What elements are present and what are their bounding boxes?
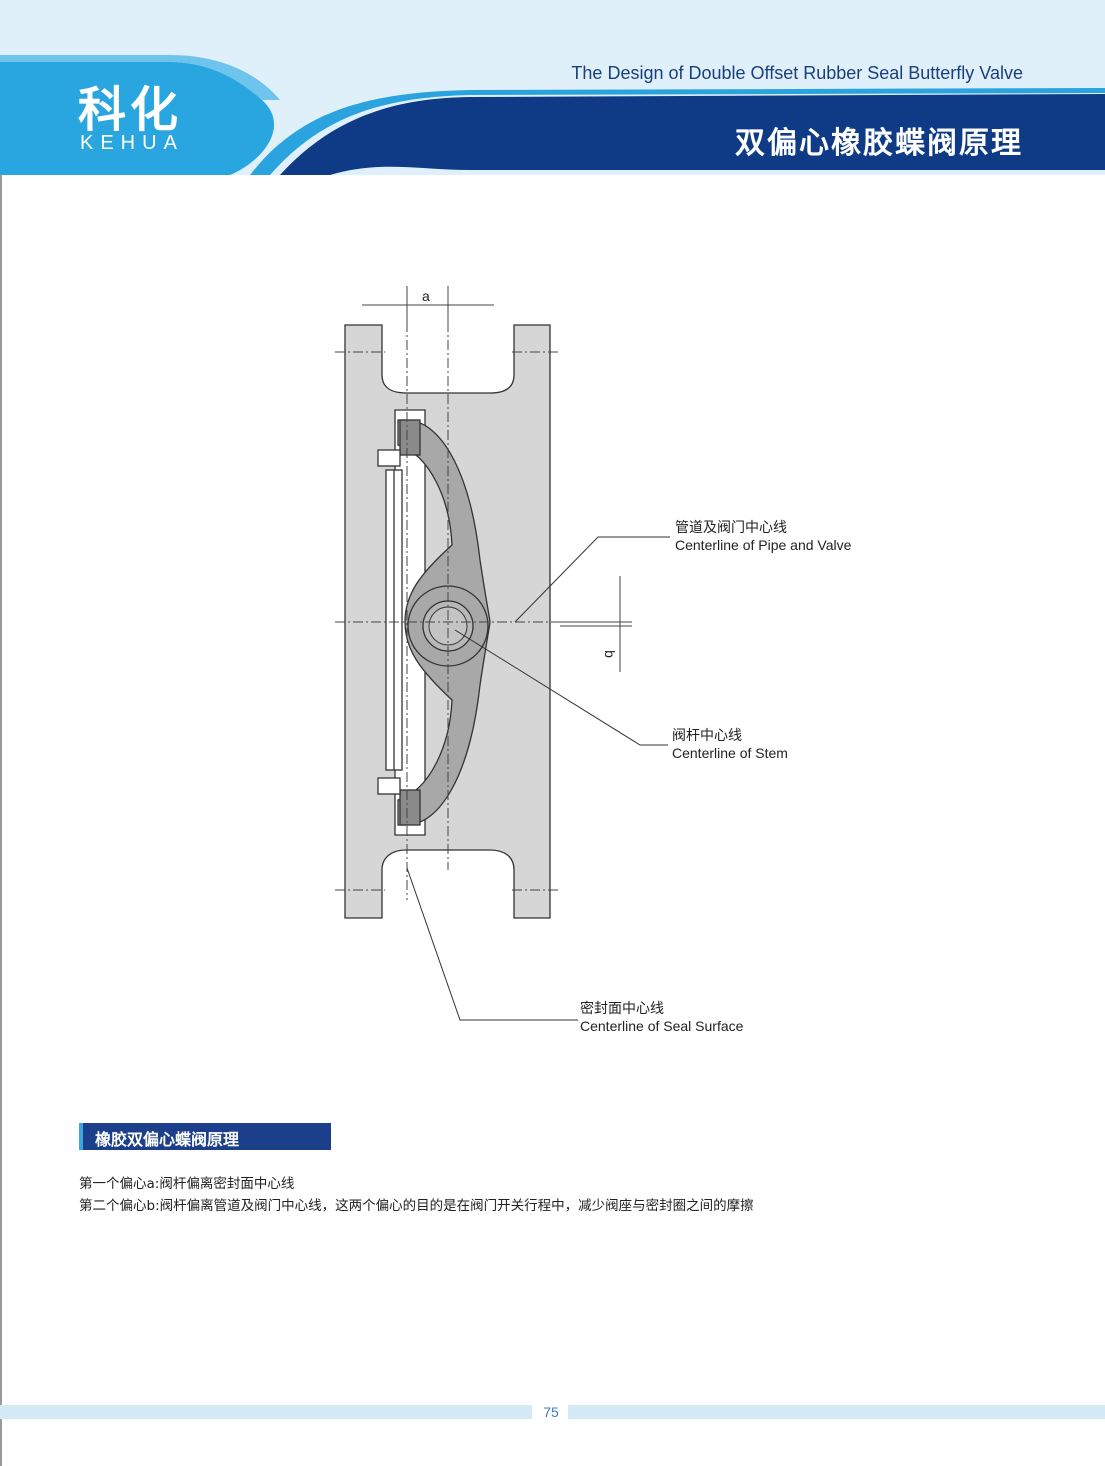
retainer-bottom <box>399 789 421 826</box>
retainer-top <box>399 419 421 456</box>
leader-seal-centerline <box>406 867 578 1021</box>
leader-pipe-centerline <box>514 536 670 623</box>
page-header: 科化 KEHUA The Design of Double Offset Rub… <box>0 0 1105 175</box>
dimension-a-label: a <box>422 288 430 304</box>
callout-pipe-centerline-cn: 管道及阀门中心线 <box>675 520 787 536</box>
section-heading-bar: 橡胶双偏心蝶阀原理 <box>79 1123 331 1150</box>
page-title-chinese: 双偏心橡胶蝶阀原理 <box>735 126 1023 161</box>
brand-logo-english: KEHUA <box>80 132 184 154</box>
bolt-bottom <box>377 777 401 795</box>
footer-bar-left <box>0 1405 532 1419</box>
callout-seal-centerline-en: Centerline of Seal Surface <box>580 1018 744 1034</box>
section-heading: 橡胶双偏心蝶阀原理 <box>95 1130 240 1149</box>
brand-logo-chinese: 科化 <box>78 82 183 138</box>
callout-stem-centerline-en: Centerline of Stem <box>672 745 788 761</box>
callout-stem-centerline-cn: 阀杆中心线 <box>672 728 742 744</box>
dimension-b <box>560 576 632 672</box>
left-page-rule <box>0 0 2 1466</box>
callout-pipe-centerline: 管道及阀门中心线 Centerline of Pipe and Valve <box>675 520 851 554</box>
page-number: 75 <box>543 1404 559 1420</box>
dimension-a <box>362 286 494 325</box>
explanation-line-1: 第一个偏心a:阀杆偏离密封面中心线 <box>79 1176 295 1192</box>
explanation-line-2: 第二个偏心b:阀杆偏离管道及阀门中心线，这两个偏心的目的是在阀门开关行程中，减少… <box>79 1198 754 1214</box>
valve-cross-section-diagram <box>335 286 670 1021</box>
callout-seal-centerline-cn: 密封面中心线 <box>580 1001 664 1017</box>
leader-stem-centerline <box>454 629 668 746</box>
callout-stem-centerline: 阀杆中心线 Centerline of Stem <box>672 728 788 762</box>
callout-seal-centerline: 密封面中心线 Centerline of Seal Surface <box>580 1001 743 1035</box>
bolt-top <box>377 449 401 467</box>
footer-bar-right <box>568 1405 1105 1419</box>
header-banner-graphic <box>0 0 1105 175</box>
page-title-english: The Design of Double Offset Rubber Seal … <box>571 63 1023 83</box>
callout-pipe-centerline-en: Centerline of Pipe and Valve <box>675 537 852 553</box>
dimension-b-label: b <box>601 650 618 658</box>
